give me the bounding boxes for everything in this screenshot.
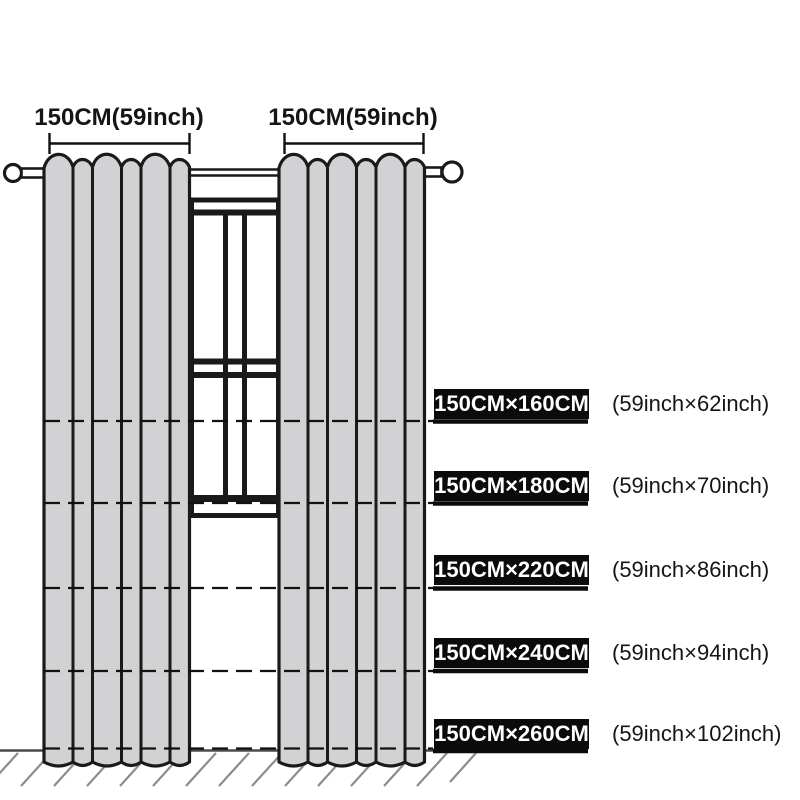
- size-inch-label-220cm: (59inch×86inch): [612, 557, 770, 582]
- size-badge-240cm: 150CM×240CM: [434, 638, 589, 668]
- size-badge-220cm: 150CM×220CM: [434, 555, 589, 585]
- size-inch-label-160cm: (59inch×62inch): [612, 391, 770, 416]
- right-panel-width-label: 150CM(59inch): [268, 104, 438, 131]
- left-panel-width-label: 150CM(59inch): [34, 104, 204, 131]
- left-finial-icon: [2, 162, 24, 184]
- size-inch-label-260cm: (59inch×102inch): [612, 721, 782, 746]
- right-finial-icon: [440, 160, 464, 184]
- right-curtain: [277, 152, 427, 768]
- size-badge-260cm: 150CM×260CM: [434, 719, 589, 749]
- size-underlines: [433, 419, 588, 754]
- size-inch-label-180cm: (59inch×70inch): [612, 473, 770, 498]
- size-badge-180cm: 150CM×180CM: [434, 471, 589, 501]
- width-dimension-lines: [48, 133, 425, 154]
- size-inch-label-240cm: (59inch×94inch): [612, 640, 770, 665]
- window-frame: [186, 197, 284, 518]
- size-badge-160cm: 150CM×160CM: [434, 389, 589, 419]
- left-curtain: [42, 152, 192, 768]
- dashed-size-lines: [44, 419, 433, 750]
